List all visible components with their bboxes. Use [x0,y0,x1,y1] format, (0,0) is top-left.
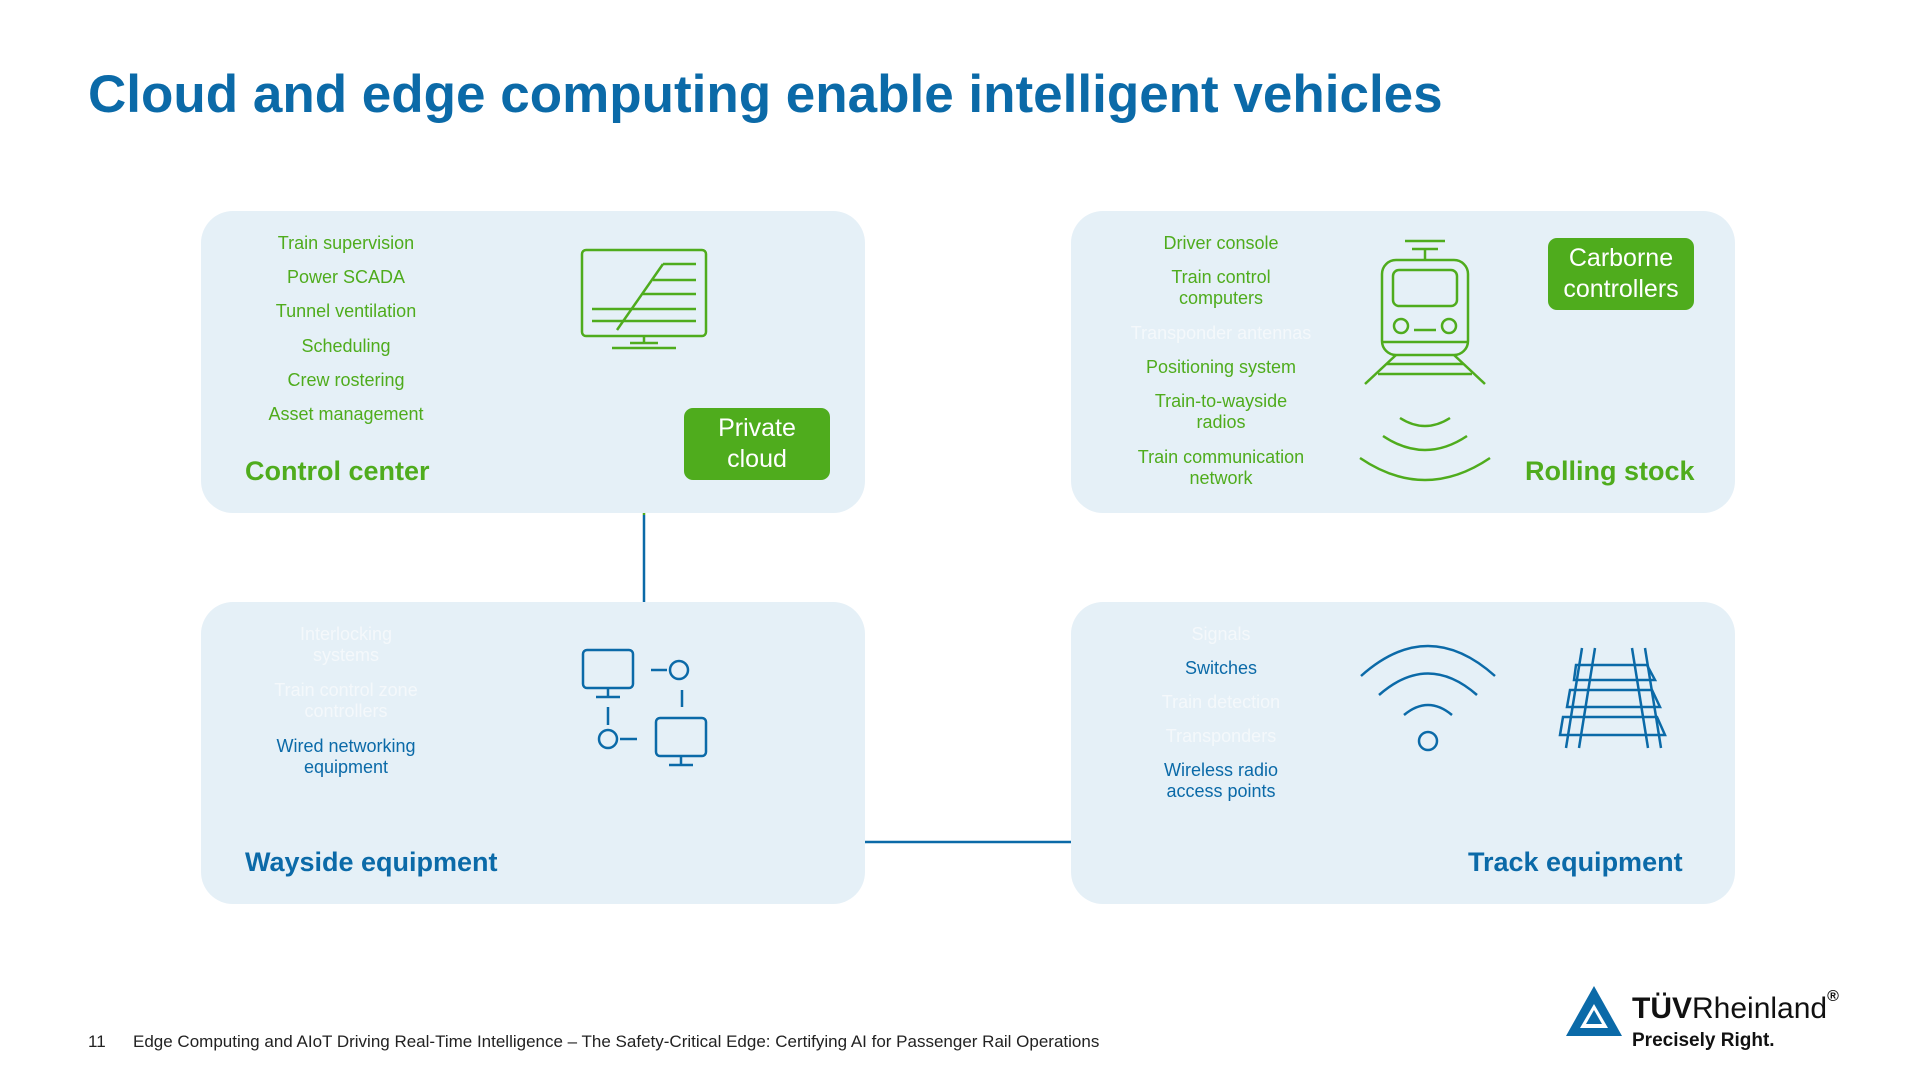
train-icon [1364,239,1486,385]
monitor-with-track-icon [580,248,708,350]
list-item: Driver console [1163,233,1279,253]
list-item: Switches [1184,658,1258,678]
panel-title: Control center [245,456,430,486]
railway-track-icon [1558,647,1667,749]
tuv-logo: TÜVRheinland® Precisely Right. [1560,980,1860,1056]
logo-tagline: Precisely Right. [1632,1030,1775,1051]
network-computers-icon [581,648,708,767]
panel-title: Track equipment [1468,847,1683,877]
track-equipment-panel: Signals Switches Train detection Transpo… [1071,602,1735,904]
page-number: 11 [88,1032,106,1051]
list-item: Crew rostering [287,370,405,390]
logo-brand: TÜVRheinland® [1632,988,1839,1025]
radio-antenna-icon [1360,644,1496,752]
tuv-triangle-icon [1566,986,1622,1036]
wireless-signal-icon [1359,416,1491,482]
footer-text: Edge Computing and AIoT Driving Real-Tim… [133,1032,1100,1051]
list-item: Transponder antennas [1130,323,1312,343]
list-item: Scheduling [301,336,391,356]
list-item: Signals [1191,624,1251,644]
panel-title: Rolling stock [1525,456,1695,486]
list-item: Tunnel ventilation [275,301,417,321]
list-item: Transponders [1165,726,1277,746]
list-item: Train supervision [277,233,415,253]
panel-title: Wayside equipment [245,847,498,877]
list-item: Positioning system [1145,357,1297,377]
list-item: Train detection [1161,692,1281,712]
page-title: Cloud and edge computing enable intellig… [88,65,1443,124]
list-item: Power SCADA [286,267,406,287]
list-item: Asset management [268,404,424,424]
